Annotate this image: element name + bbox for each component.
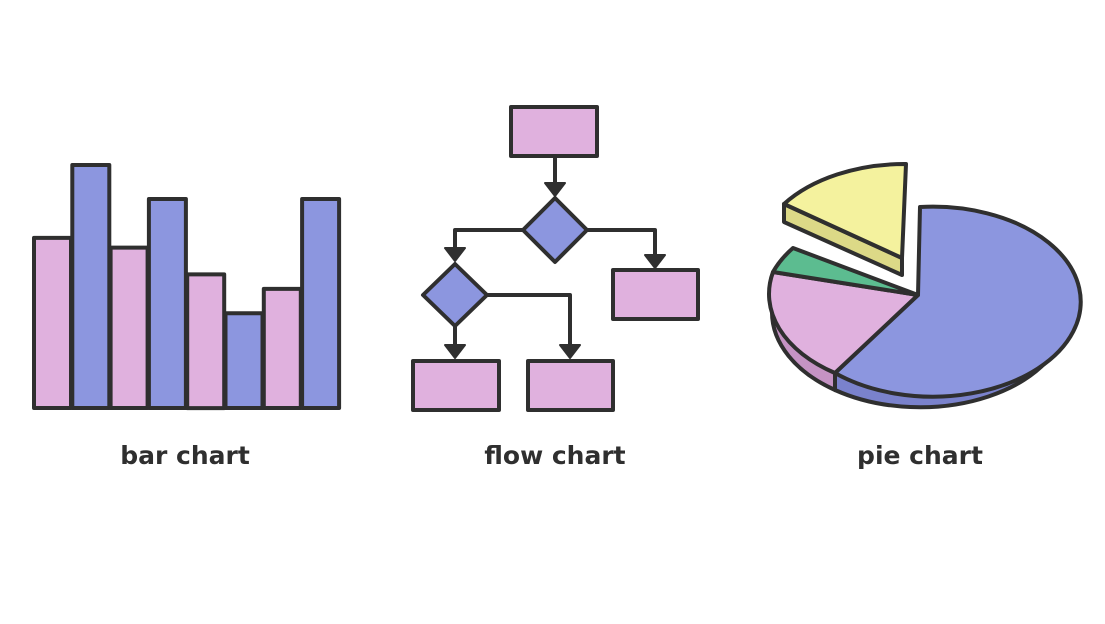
bar-icon-bar bbox=[70, 163, 112, 410]
flow-chart-label: flow chart bbox=[484, 441, 626, 470]
flow-decision-diamond-left bbox=[421, 262, 489, 328]
bar-icon-bar bbox=[261, 286, 303, 410]
bar-icon-bar bbox=[185, 272, 227, 411]
pie-chart-label: pie chart bbox=[857, 441, 983, 470]
bar-chart-label: bar chart bbox=[120, 441, 250, 470]
flow-arrowhead bbox=[559, 344, 581, 359]
bar-chart-icon bbox=[32, 163, 342, 411]
flow-connector bbox=[485, 293, 572, 350]
pie-slice-pink bbox=[767, 270, 920, 375]
flow-arrowhead bbox=[644, 254, 666, 269]
flow-connector bbox=[585, 228, 657, 260]
bar-icon-bar bbox=[32, 235, 73, 410]
flow-arrowhead bbox=[544, 182, 566, 197]
flow-arrowhead bbox=[444, 344, 466, 359]
pie-slice-green bbox=[771, 246, 920, 297]
bar-icon-bar bbox=[223, 311, 265, 411]
flow-process-box-bottom-right bbox=[526, 359, 615, 412]
pie-chart-icon bbox=[767, 161, 1083, 410]
flow-process-box-right bbox=[611, 268, 700, 321]
bar-icon-bar bbox=[300, 197, 342, 410]
pie-slice-yellow bbox=[782, 161, 908, 260]
flow-process-box-bottom-left bbox=[411, 359, 501, 412]
bar-icon-bar bbox=[108, 245, 150, 410]
flow-arrowhead bbox=[444, 247, 466, 262]
flow-arrowheads bbox=[444, 182, 666, 359]
pie-slice-blue bbox=[833, 204, 1083, 399]
flow-connector bbox=[453, 228, 525, 254]
flow-connectors bbox=[453, 155, 657, 350]
bar-icon-bar bbox=[146, 197, 188, 410]
flow-process-box-top bbox=[509, 105, 599, 158]
flow-chart-icon bbox=[411, 105, 700, 412]
flow-decision-diamond-top bbox=[521, 196, 589, 264]
